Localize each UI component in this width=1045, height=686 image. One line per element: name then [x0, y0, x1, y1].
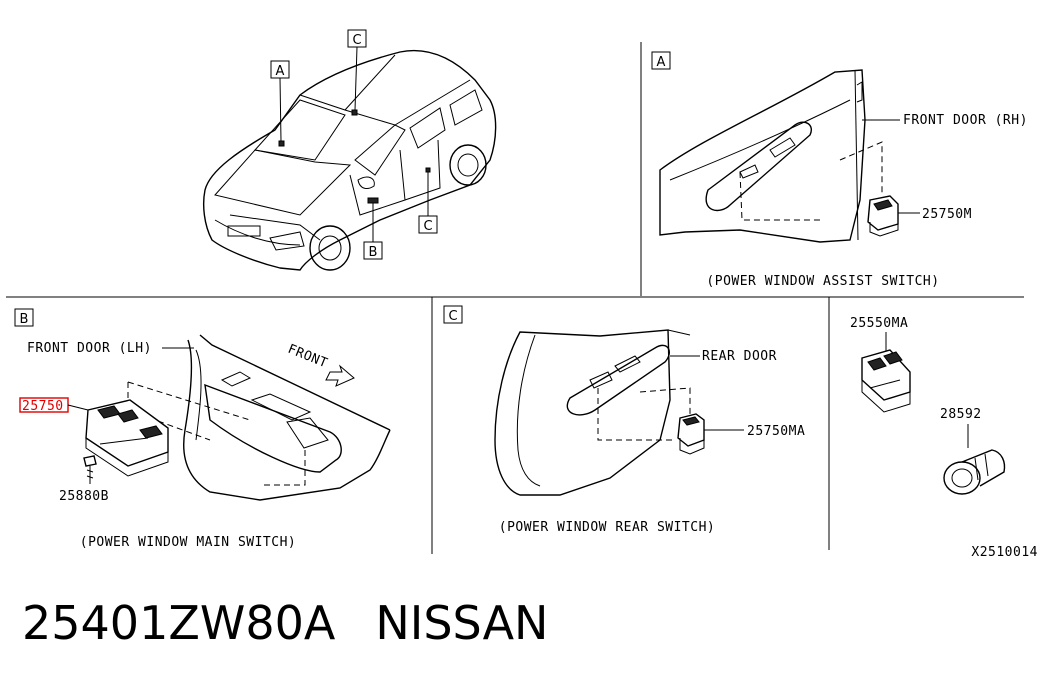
- svg-text:A: A: [276, 64, 285, 79]
- panel-dividers: [6, 42, 1024, 554]
- brand-name: NISSAN: [375, 596, 549, 650]
- svg-text:A: A: [657, 55, 666, 70]
- svg-text:C: C: [423, 219, 432, 234]
- caption-main-switch: (POWER WINDOW MAIN SWITCH): [80, 535, 297, 550]
- part-number: 25401ZW80A: [22, 596, 336, 650]
- part-28592-label: 28592: [940, 407, 982, 422]
- part-25550ma-label: 25550MA: [850, 316, 908, 331]
- front-door-rh-illustration: [659, 69, 866, 243]
- main-switch-part: [85, 399, 169, 477]
- front-door-lh-label: FRONT DOOR (LH): [27, 341, 152, 356]
- part-25750m-label: 25750M: [922, 207, 972, 222]
- svg-text:B: B: [369, 245, 378, 260]
- front-direction-arrow: FRONT: [286, 342, 355, 387]
- part-25880b-label: 25880B: [59, 489, 109, 504]
- panel-c: C REAR DOOR 25750MA (POWER WINDOW REAR S…: [443, 305, 805, 535]
- car-overview-illustration: [203, 46, 497, 271]
- svg-text:B: B: [20, 312, 29, 327]
- svg-text:C: C: [448, 309, 457, 324]
- drawing-code: X2510014: [971, 545, 1038, 560]
- screw-part: [83, 455, 97, 484]
- caption-rear-switch: (POWER WINDOW REAR SWITCH): [499, 520, 716, 535]
- caption-assist-switch: (POWER WINDOW ASSIST SWITCH): [706, 274, 939, 289]
- svg-text:C: C: [352, 33, 361, 48]
- panel-d: 25550MA 28592 X2510014: [850, 316, 1038, 560]
- front-door-lh-illustration: [183, 334, 391, 501]
- switch-25550ma-part: [861, 349, 911, 413]
- rear-door-label: REAR DOOR: [702, 349, 777, 364]
- callout-box-c-side: C: [418, 215, 438, 234]
- panel-b: B FRONT DOOR (LH) FRONT 25750: [14, 308, 391, 550]
- callout-box-a: A: [270, 60, 290, 79]
- rear-switch-part: [677, 413, 705, 455]
- front-door-rh-label: FRONT DOOR (RH): [903, 113, 1028, 128]
- footer-title: 25401ZW80A NISSAN: [22, 596, 548, 650]
- panel-a: A FRONT DOOR (RH) 25750M (POWER WINDOW A…: [651, 51, 1028, 289]
- socket-28592-part: [943, 449, 1006, 495]
- callout-box-b: B: [363, 241, 383, 260]
- callout-box-c-top: C: [347, 29, 367, 48]
- svg-text:FRONT: FRONT: [286, 342, 330, 372]
- part-25750ma-label: 25750MA: [747, 424, 805, 439]
- part-25750-highlight-label: 25750: [22, 399, 64, 414]
- assist-switch-part: [867, 195, 899, 237]
- rear-door-illustration: [494, 329, 691, 496]
